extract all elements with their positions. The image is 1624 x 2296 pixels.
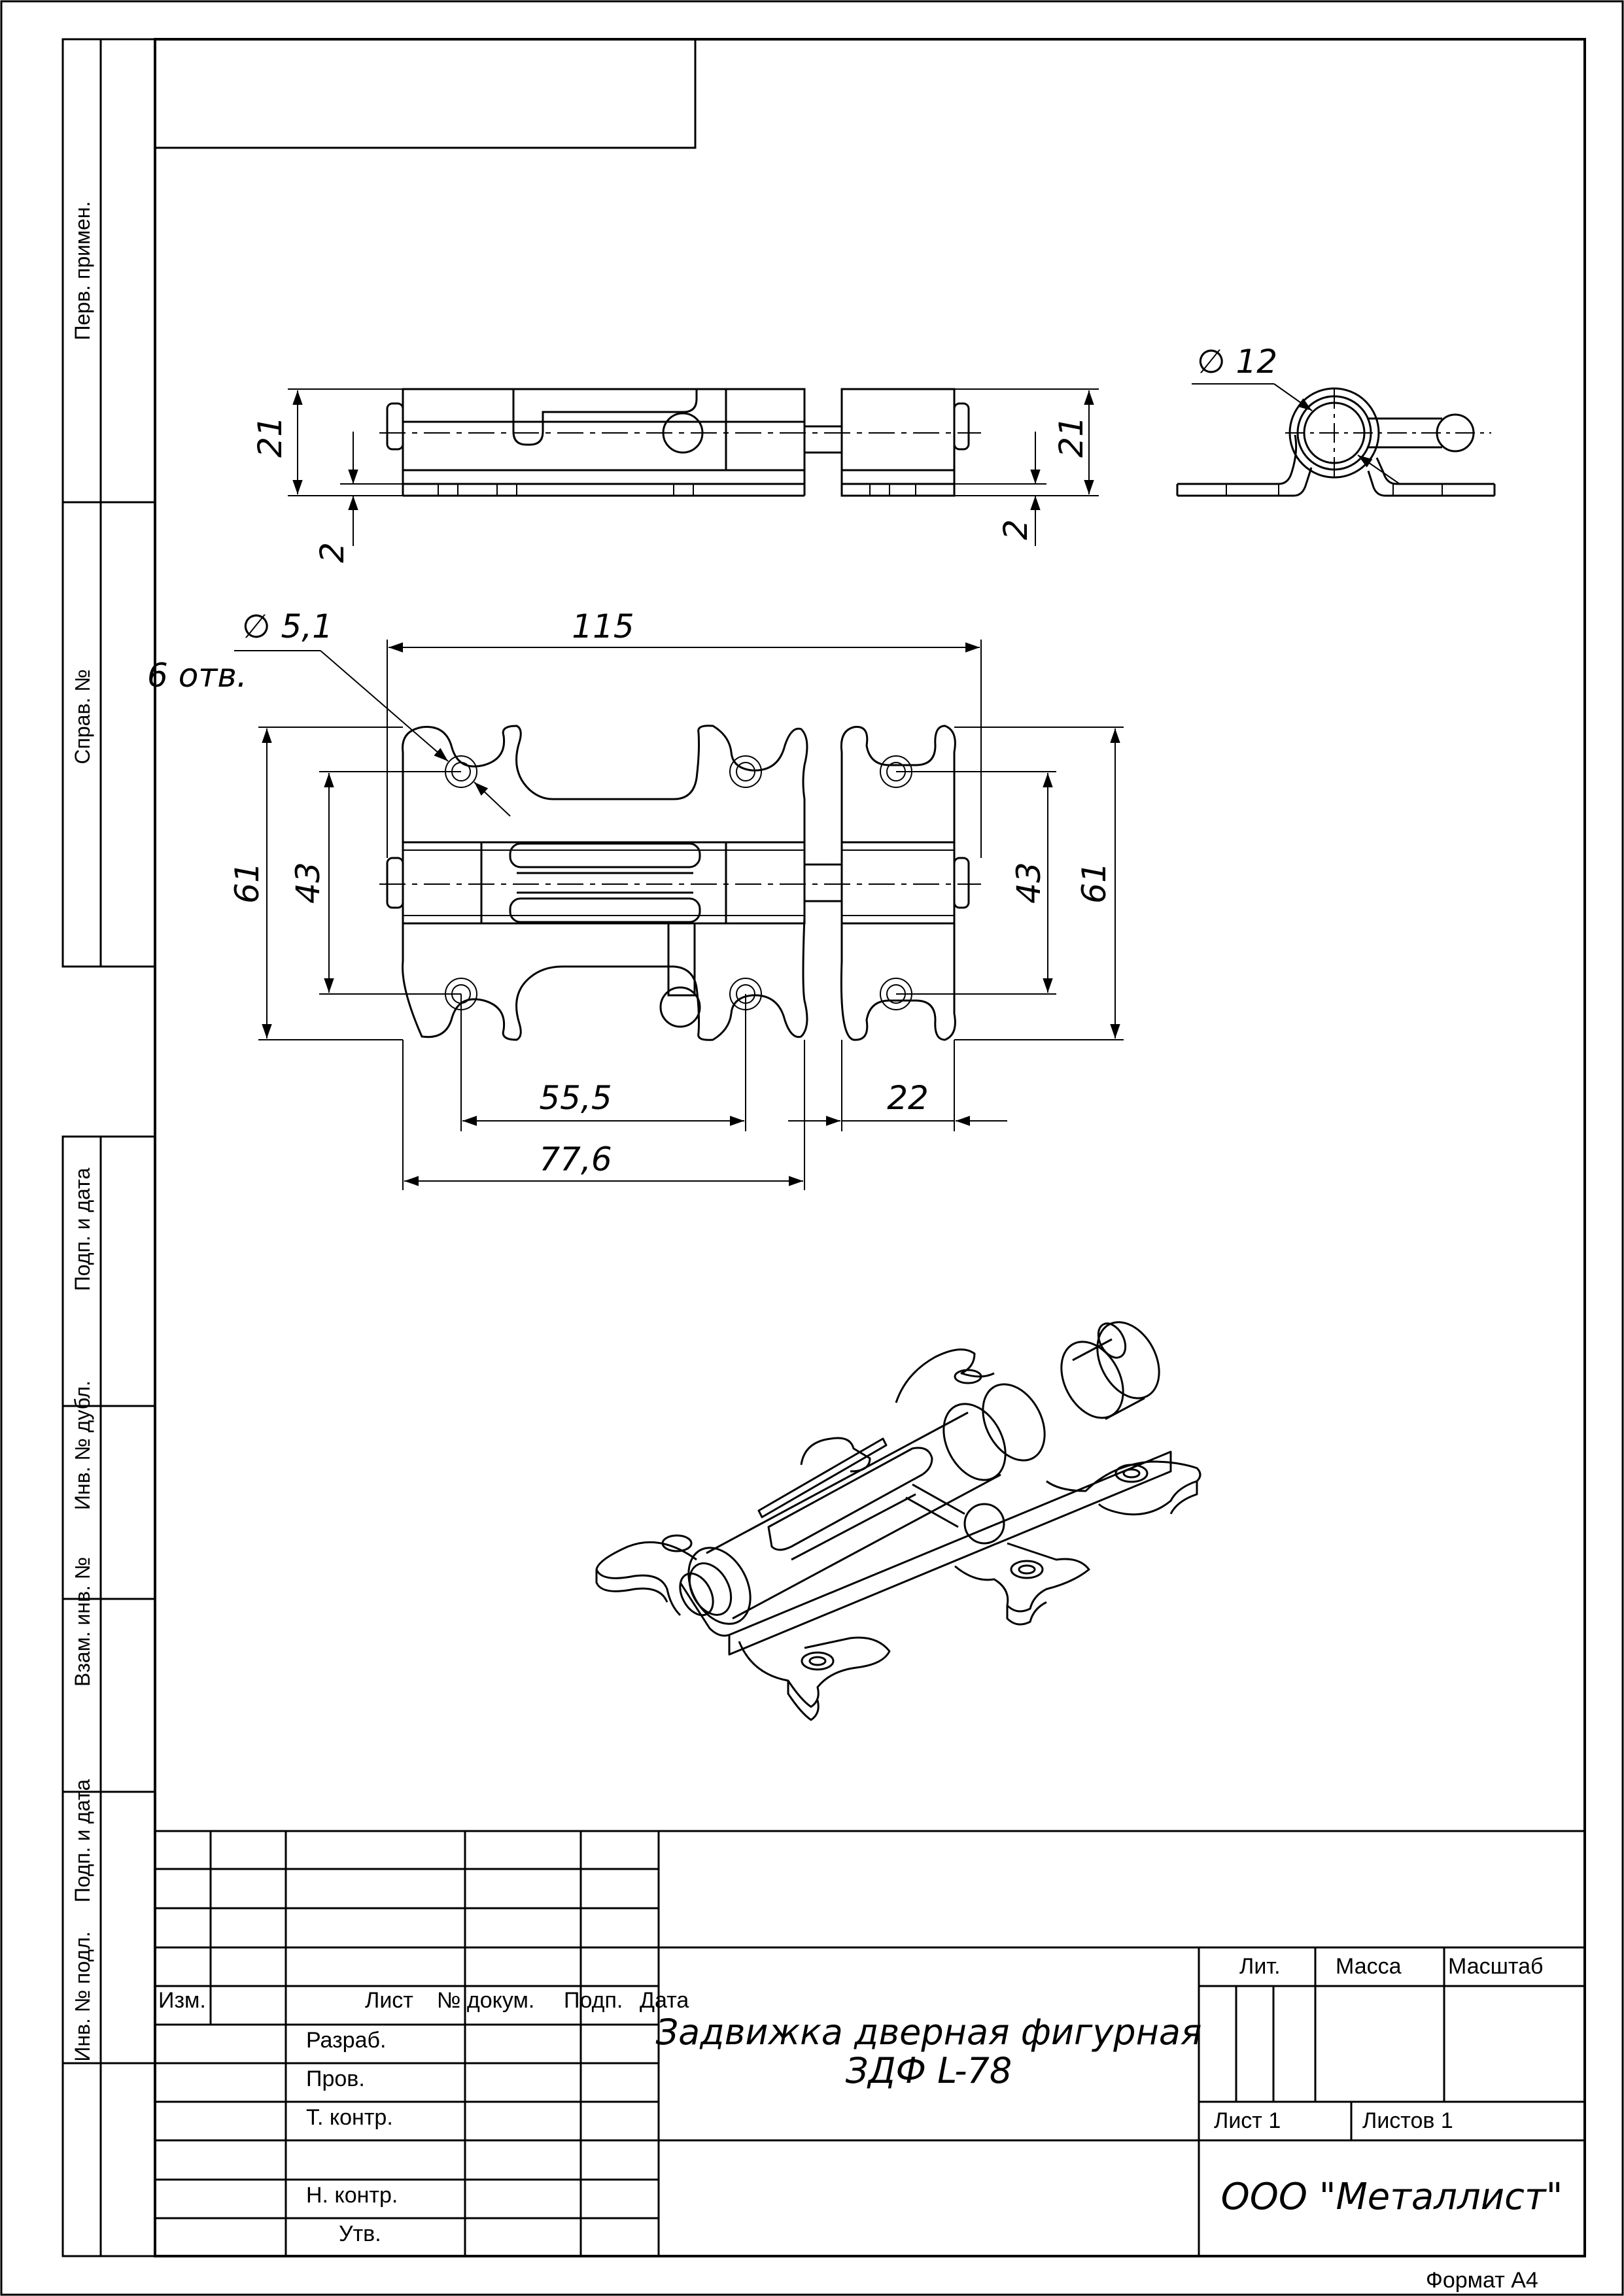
dim-hole-pitch: 55,5 — [539, 1079, 612, 1117]
side-view — [379, 388, 981, 497]
left-stamp-labels: Перв. примен. Справ. № Подп. и дата Инв.… — [71, 201, 94, 2062]
dim-body-length: 77,6 — [539, 1140, 612, 1178]
dim-hole-diameter: ∅ 5,1 — [242, 608, 333, 645]
stamp-sprav-no: Справ. № — [71, 669, 94, 764]
dim-side-height-left: 21 — [251, 416, 289, 458]
dim-hole-span-right: 43 — [1010, 862, 1048, 904]
row-t-kontr: Т. контр. — [306, 2105, 393, 2130]
plan-view — [379, 725, 981, 1041]
plan-view-dim-labels: 115 61 43 43 61 55,5 22 77,6 ∅ 5,1 6 отв… — [147, 608, 1113, 1178]
designation-line-1: Задвижка дверная фигурная — [656, 2012, 1202, 2053]
masshtab-label: Масштаб — [1448, 1954, 1543, 1979]
massa-label: Масса — [1336, 1954, 1402, 1979]
title-block-designation: Задвижка дверная фигурная ЗДФ L-78 ООО "… — [656, 2012, 1563, 2218]
left-stamp-columns — [61, 38, 156, 2257]
top-left-stamp — [154, 38, 697, 149]
row-utv: Утв. — [339, 2221, 381, 2246]
stamp-inv-no-podl: Инв. № подл. — [71, 1931, 94, 2061]
lit-label: Лит. — [1239, 1954, 1281, 1979]
dim-hole-count: 6 отв. — [147, 657, 247, 694]
dim-overall-length: 115 — [572, 608, 634, 645]
title-block-text: Изм. Лист № докум. Подп. Дата Разраб. Пр… — [158, 1954, 1543, 2293]
row-prov: Пров. — [306, 2066, 365, 2091]
row-n-kontr: Н. контр. — [306, 2183, 398, 2208]
header-izm: Изм. — [158, 1988, 206, 2013]
stamp-vzam-inv-no: Взам. инв. № — [71, 1557, 94, 1687]
isometric-view — [595, 1321, 1201, 1721]
stamp-podp-i-data-1: Подп. и дата — [71, 1168, 94, 1292]
end-view-dim-labels: ∅ 12 — [1197, 343, 1277, 381]
header-data: Дата — [640, 1988, 689, 2013]
dim-height-left: 61 — [228, 862, 266, 904]
dim-keeper-width: 22 — [887, 1079, 929, 1117]
header-no-dokum: № докум. — [437, 1988, 534, 2013]
designation-line-2: ЗДФ L-78 — [846, 2050, 1012, 2091]
dim-side-plate-right: 2 — [997, 519, 1035, 540]
stamp-perv-primen: Перв. примен. — [71, 201, 94, 341]
company-name: ООО "Металлист" — [1221, 2176, 1563, 2218]
format-label: Формат А4 — [1426, 2268, 1538, 2293]
stamp-inv-no-dubl: Инв. № дубл. — [71, 1380, 94, 1510]
title-block — [155, 1830, 1585, 2256]
header-list: Лист — [365, 1988, 413, 2013]
dim-hole-span-left: 43 — [289, 862, 327, 904]
row-razrab: Разраб. — [306, 2028, 386, 2053]
dim-side-plate-left: 2 — [313, 542, 351, 563]
end-view — [1176, 383, 1496, 497]
header-podp: Подп. — [564, 1988, 623, 2013]
sheets-count: Листов 1 — [1362, 2108, 1453, 2133]
stamp-podp-i-data-2: Подп. и дата — [71, 1779, 94, 1903]
side-view-dimensions — [288, 388, 1099, 546]
dim-side-height-right: 21 — [1052, 416, 1090, 458]
dim-height-right: 61 — [1075, 862, 1113, 904]
dim-end-diameter: ∅ 12 — [1197, 343, 1277, 381]
side-view-dim-labels: 21 2 21 2 — [251, 416, 1090, 563]
sheet-number: Лист 1 — [1214, 2108, 1281, 2133]
plan-view-dimensions — [234, 640, 1124, 1190]
